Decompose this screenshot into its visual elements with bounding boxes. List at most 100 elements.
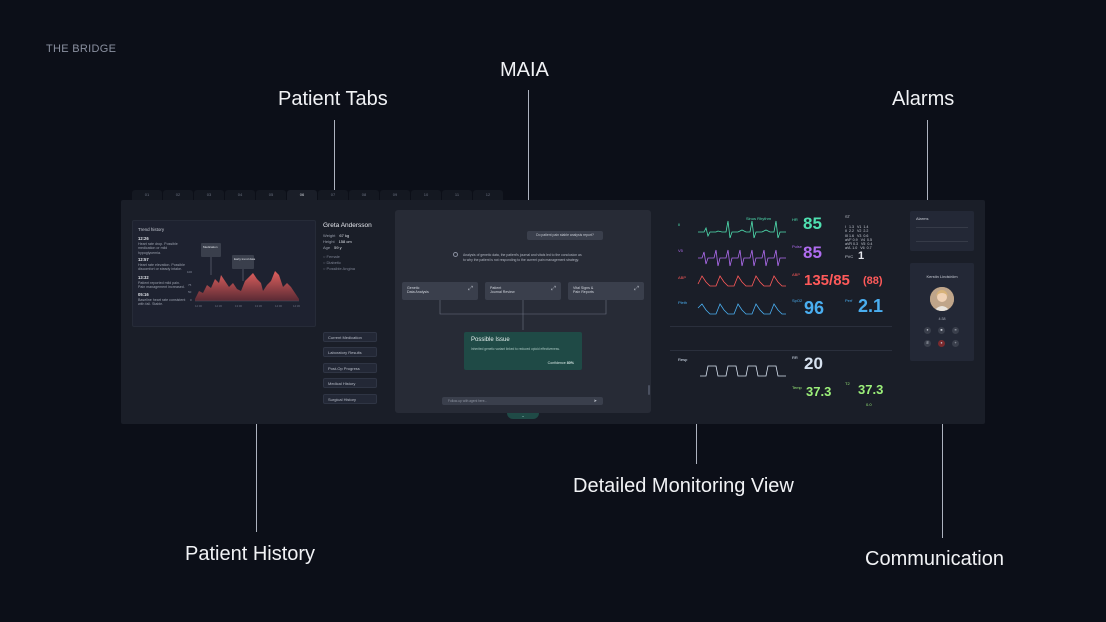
hr-label: HR — [792, 217, 798, 222]
maia-collapse-handle[interactable]: ⌄ — [507, 413, 539, 419]
brand-label: THE BRIDGE — [46, 43, 117, 55]
perf-value: 2.1 — [858, 296, 884, 316]
patient-tab[interactable]: 12 — [473, 190, 503, 200]
trend-area — [195, 271, 299, 301]
mic-icon[interactable]: ● — [924, 327, 931, 334]
add-icon[interactable]: + — [952, 340, 959, 347]
maia-input[interactable]: Follow-up with agent here... ➤ — [442, 397, 603, 405]
phone-icon[interactable]: ✆ — [924, 340, 931, 347]
x-tick: 14:30 — [293, 304, 300, 308]
callout-maia: MAIA — [500, 59, 549, 81]
patient-tab[interactable]: 11 — [442, 190, 472, 200]
maia-flow-lines — [439, 300, 607, 330]
ecg-lead-label: II — [678, 222, 681, 227]
temp1-value: 37.3 — [806, 384, 832, 399]
callout-communication: Communication — [865, 548, 1004, 570]
vital-signs-card[interactable]: Vital Signs &Pain Reports ⤢ — [568, 282, 644, 300]
x-tick: 13:00 — [235, 304, 242, 308]
history-tooltip — [201, 243, 221, 257]
temp-delta: 0.0 — [866, 402, 872, 407]
maia-scrollbar[interactable] — [648, 385, 650, 395]
leader-communication — [942, 358, 943, 538]
monitor-divider — [670, 350, 892, 351]
patient-tab[interactable]: 03 — [194, 190, 224, 200]
patient-name: Greta Andersson — [323, 222, 372, 229]
patient-tab[interactable]: 04 — [225, 190, 255, 200]
maia-avatar-icon — [453, 252, 458, 257]
spo2-label: SpO2 — [792, 298, 803, 303]
resp-label: Resp — [678, 357, 688, 362]
medical-history-button[interactable]: Medical History — [323, 378, 377, 388]
rr-label: RR — [792, 355, 798, 360]
patient-tab-active[interactable]: 06 — [287, 190, 317, 200]
laboratory-results-button[interactable]: Laboratory Results — [323, 347, 377, 357]
abp-label: ABP — [678, 275, 687, 280]
y-tick: 100 — [187, 270, 192, 274]
patient-tab[interactable]: 09 — [380, 190, 410, 200]
y-tick: 75 — [188, 283, 192, 287]
alarms-title: Alarms — [916, 216, 929, 221]
end-call-icon[interactable]: ● — [938, 340, 945, 347]
x-tick: 12:00 — [195, 304, 202, 308]
temp-label: Temp — [792, 385, 802, 390]
pulse-label: Pulse — [792, 244, 803, 249]
alarms-panel[interactable]: Alarms — [910, 211, 974, 251]
leader-detailed-monitoring — [696, 388, 697, 464]
patient-tab[interactable]: 05 — [256, 190, 286, 200]
patient-tab[interactable]: 10 — [411, 190, 441, 200]
history-tooltip — [232, 255, 254, 269]
contact-name: Kerstin Lindström — [926, 274, 958, 279]
issue-description: Inherited genetic variant linked to redu… — [471, 347, 560, 351]
maia-question: Do patient pain stable analysis report? — [527, 231, 603, 240]
patient-tab[interactable]: 02 — [163, 190, 193, 200]
patient-flag: ○ Female — [323, 254, 340, 259]
current-medication-button[interactable]: Current Medication — [323, 332, 377, 342]
hr-value: 85 — [803, 214, 822, 233]
chat-icon[interactable]: ≡ — [952, 327, 959, 334]
trend-chart: Medication Early trend data 100 75 50 0 … — [187, 243, 300, 308]
tooltip-text: Medication — [203, 245, 218, 249]
leader-maia — [528, 90, 529, 208]
surgical-history-button[interactable]: Surgical History — [323, 394, 377, 404]
video-icon[interactable]: ■ — [938, 327, 945, 334]
post-op-progress-button[interactable]: Post-Op Progress — [323, 363, 377, 373]
monitor-divider — [670, 326, 892, 327]
callout-patient-tabs: Patient Tabs — [278, 88, 388, 110]
pvc-value: 1 — [858, 250, 865, 262]
patient-flag: ○ Possible Angina — [323, 266, 356, 271]
patient-tab[interactable]: 07 — [318, 190, 348, 200]
y-tick: 0 — [190, 298, 192, 302]
callout-detailed-monitoring: Detailed Monitoring View — [573, 475, 794, 497]
patient-tab[interactable]: 01 — [132, 190, 162, 200]
possible-issue-card[interactable]: Possible Issue Inherited genetic variant… — [464, 332, 582, 370]
y-tick: 50 — [188, 290, 192, 294]
patient-tab[interactable]: 08 — [349, 190, 379, 200]
expand-icon: ⤢ — [551, 286, 556, 292]
expand-icon: ⤢ — [634, 286, 639, 292]
temp2-value: 37.3 — [858, 382, 884, 397]
send-icon[interactable]: ➤ — [593, 398, 597, 403]
leader-patient-tabs — [334, 120, 335, 198]
spo2-value: 96 — [804, 298, 825, 318]
check-icon: ○ — [323, 266, 326, 271]
issue-confidence: Confidence 80% — [547, 361, 574, 365]
tooltip-text: Early trend data — [234, 257, 256, 261]
patient-flag: ○ Diabetic — [323, 260, 341, 265]
check-icon: ○ — [323, 254, 326, 259]
communication-panel: Kerstin Lindström 4:38 ● ■ ≡ ✆ ● + — [910, 263, 974, 361]
call-time: 4:38 — [938, 317, 946, 321]
pvc-label: PVC — [845, 254, 854, 259]
maia-panel: Do patient pain stable analysis report? … — [395, 210, 651, 419]
v5-label: V5 — [678, 248, 683, 253]
